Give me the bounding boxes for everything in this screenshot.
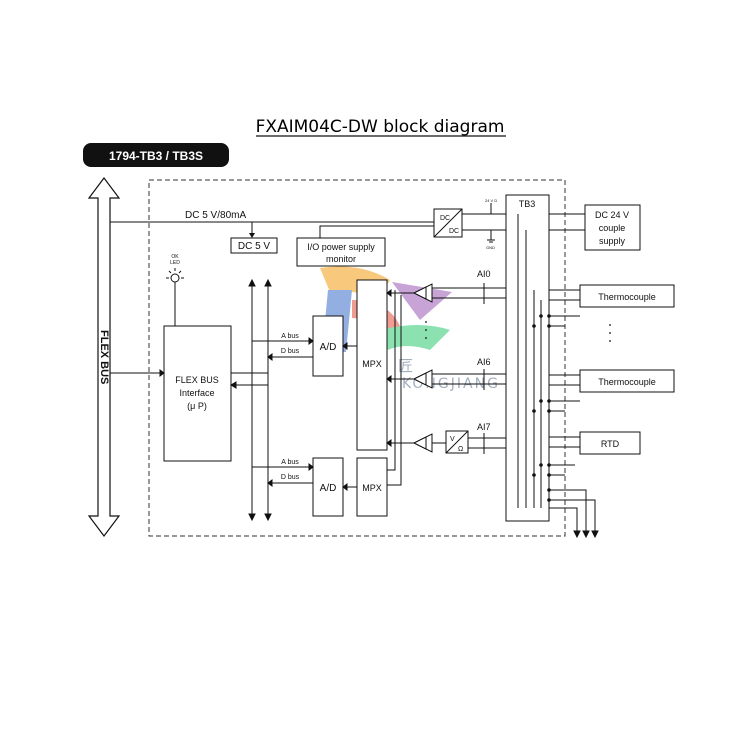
ok-led-label-2: LED xyxy=(170,260,180,266)
power-label: DC 5 V/80mA xyxy=(185,210,246,221)
ad-lower-label: A/D xyxy=(320,483,337,494)
mpx-lower xyxy=(356,457,388,517)
channel-ellipsis xyxy=(425,321,611,342)
diagram-title: FXAIM04C-DW block diagram xyxy=(256,117,505,137)
io-power-label-2: monitor xyxy=(326,254,356,264)
ad-converter-upper xyxy=(312,315,344,377)
mpx-upper xyxy=(356,279,388,451)
io-power-label-1: I/O power supply xyxy=(307,242,375,252)
thermocouple-ai6-label: Thermocouple xyxy=(598,377,656,387)
mpx-upper-label: MPX xyxy=(362,359,382,369)
ch-ai6-label: AI6 xyxy=(477,357,491,367)
ad-upper-label: A/D xyxy=(320,342,337,353)
dc24v-label-1: DC 24 V xyxy=(595,210,629,220)
dbus-upper-label: D bus xyxy=(281,348,300,355)
mpx-lower-label: MPX xyxy=(362,483,382,493)
ok-led-label-1: OK xyxy=(171,254,179,260)
flex-bus-interface-box xyxy=(163,325,232,462)
watermark-cn: 匠 xyxy=(398,357,413,375)
rtd-label: RTD xyxy=(601,439,620,449)
small-24v-label: 24 V D xyxy=(485,198,497,203)
amp-ai6 xyxy=(412,369,433,389)
ad-converter-lower xyxy=(312,457,344,517)
terminal-badge-label: 1794-TB3 / TB3S xyxy=(109,149,203,163)
dc5v-label: DC 5 V xyxy=(238,241,271,252)
rtd-box xyxy=(579,431,641,455)
tb3-terminal-block xyxy=(505,194,550,522)
thermocouple-ai0-label: Thermocouple xyxy=(598,292,656,302)
flex-bus-label: FLEX BUS xyxy=(98,330,110,384)
dc24v-label-2: couple xyxy=(599,223,626,233)
ok-led-icon xyxy=(166,268,184,326)
terminal-badge xyxy=(83,143,229,167)
small-gnd-label: GND xyxy=(486,245,495,250)
interface-label-2: Interface xyxy=(179,388,214,398)
dc5v-box xyxy=(230,237,278,254)
ch-ai0-label: AI0 xyxy=(477,269,491,279)
amp-ai0 xyxy=(412,283,433,303)
abus-upper-label: A bus xyxy=(281,333,299,340)
vo-label-1: V xyxy=(450,436,455,443)
dc24v-label-3: supply xyxy=(599,236,626,246)
dcdc-bottom-label: DC xyxy=(449,228,459,235)
io-power-monitor-box xyxy=(296,237,386,267)
abus-lower-label: A bus xyxy=(281,459,299,466)
interface-label-3: (μ P) xyxy=(187,401,207,411)
ch-ai7-label: AI7 xyxy=(477,422,491,432)
thermocouple-ai6-box xyxy=(579,369,675,393)
flex-bus-arrow xyxy=(87,177,121,537)
vo-label-2: Ω xyxy=(458,446,463,453)
tb3-label: TB3 xyxy=(519,199,536,209)
interface-label-1: FLEX BUS xyxy=(175,375,219,385)
amp-ai7 xyxy=(412,433,433,453)
ground-outputs xyxy=(549,489,599,539)
dc24v-supply-box xyxy=(584,204,641,251)
dbus-lower-label: D bus xyxy=(281,474,300,481)
module-boundary xyxy=(148,179,566,537)
dcdc-top-label: DC xyxy=(440,215,450,222)
thermocouple-ai0-box xyxy=(579,284,675,308)
